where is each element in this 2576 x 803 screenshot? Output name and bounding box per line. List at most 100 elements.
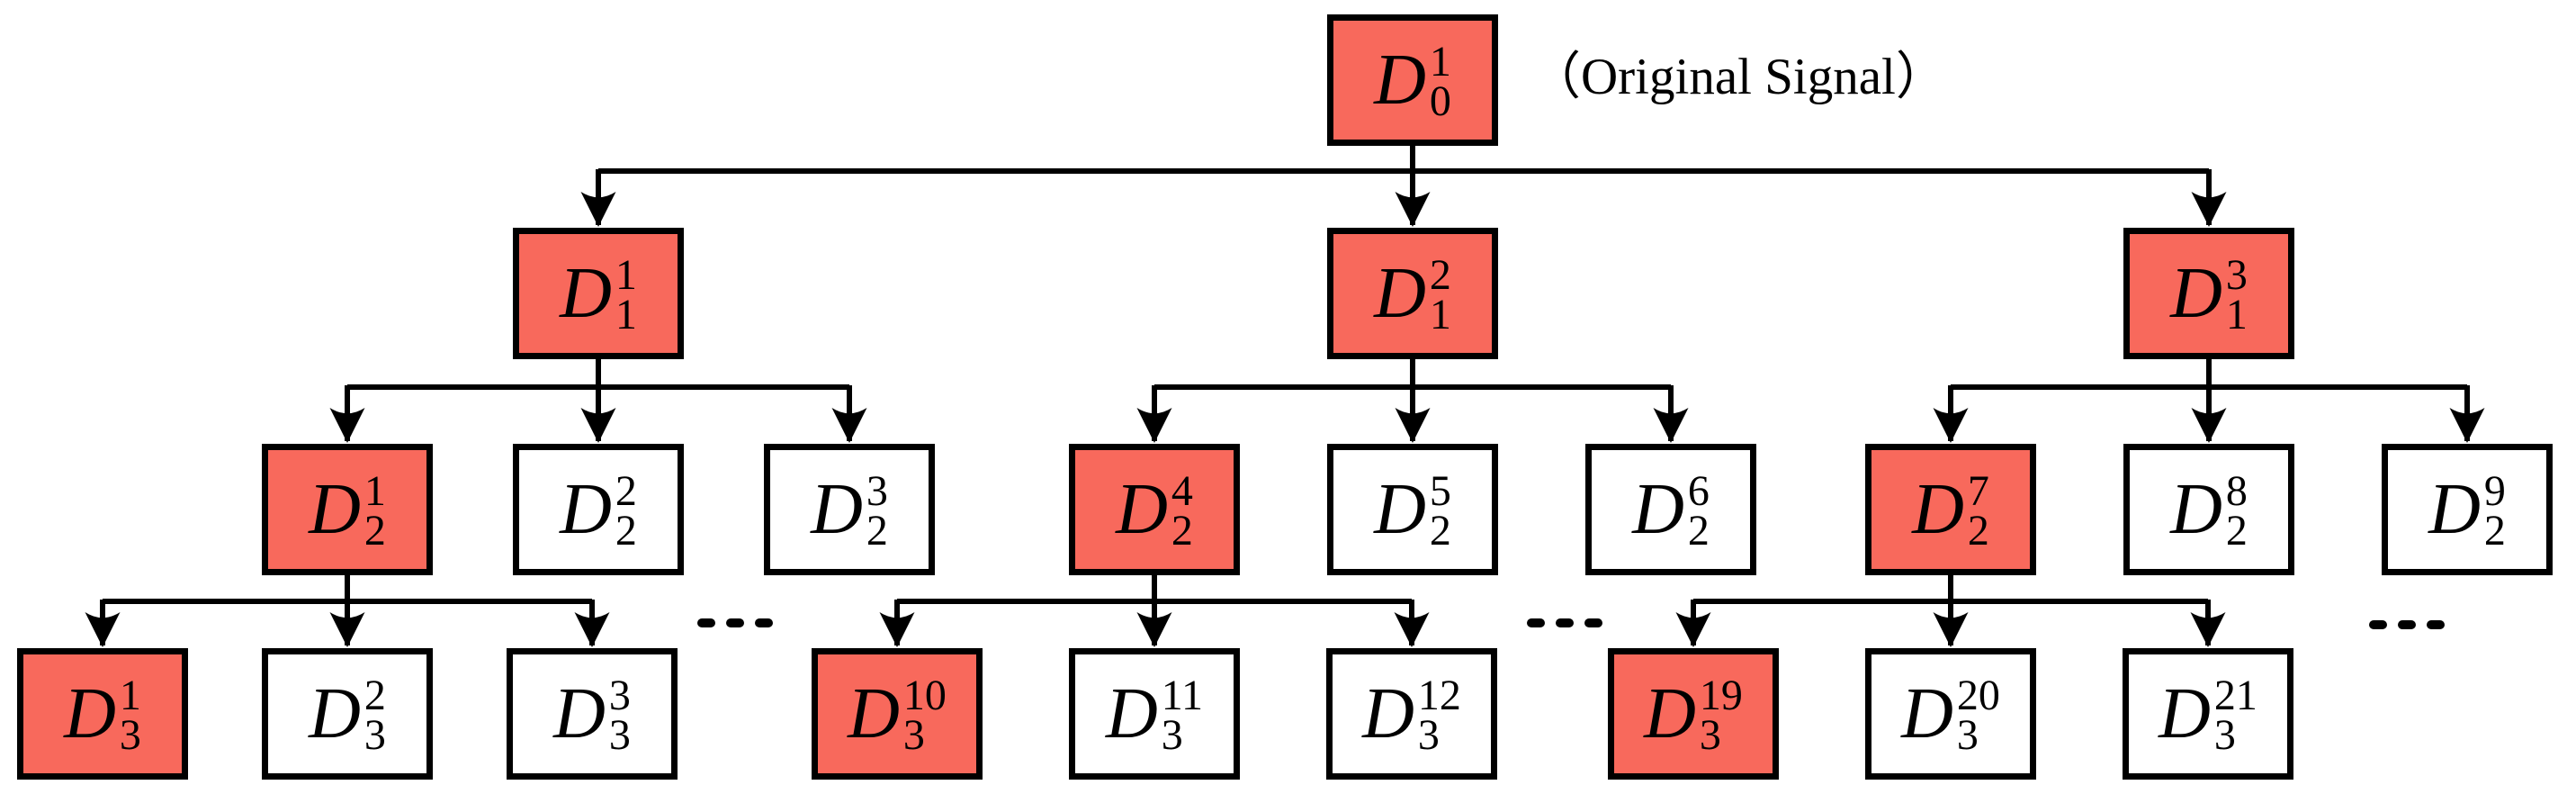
connector-root-to-level1	[580, 146, 2227, 227]
node-subscript: 3	[1699, 711, 1721, 759]
ellipsis-dots-right	[2369, 620, 2445, 629]
connector-d2-1-to-children	[85, 575, 610, 647]
node-superscript: 9	[2483, 466, 2506, 515]
node-base: D	[560, 470, 612, 549]
node-subscript: 1	[1429, 291, 1451, 338]
node-superscript: 1	[364, 466, 386, 515]
node-subscript: 3	[119, 711, 141, 759]
node-superscript: 6	[1687, 466, 1710, 515]
node-subscript: 0	[1429, 77, 1451, 125]
node-base: D	[64, 674, 116, 753]
node-superscript: 10	[902, 671, 947, 719]
node-base: D	[2170, 254, 2222, 333]
node-base: D	[1362, 674, 1414, 753]
node-subscript: 2	[615, 507, 637, 555]
node-base: D	[1374, 41, 1426, 120]
connector-d1-1-to-children	[329, 359, 867, 443]
node-subscript: 2	[866, 507, 888, 555]
node-superscript: 19	[1699, 671, 1743, 719]
node-base: D	[1632, 470, 1684, 549]
node-superscript: 5	[1429, 466, 1451, 515]
original-signal-label: （Original Signal）	[1530, 49, 1947, 105]
node-subscript: 3	[2213, 711, 2236, 759]
node-subscript: 2	[1429, 507, 1451, 555]
connector-d2-4-to-children	[879, 575, 1430, 647]
node-base: D	[848, 674, 900, 753]
node-subscript: 3	[902, 711, 925, 759]
node-superscript: 3	[2225, 250, 2248, 299]
node-superscript: 11	[1161, 671, 1203, 719]
node-base: D	[2159, 674, 2211, 753]
node-superscript: 20	[1956, 671, 2000, 719]
node-base: D	[1912, 470, 1964, 549]
node-base: D	[1106, 674, 1158, 753]
node-base: D	[2428, 470, 2481, 549]
node-superscript: 3	[608, 671, 631, 719]
node-base: D	[811, 470, 863, 549]
node-subscript: 2	[364, 507, 386, 555]
node-superscript: 7	[1967, 466, 1989, 515]
node-superscript: 1	[615, 250, 637, 299]
ellipsis-dots-left	[697, 618, 773, 627]
node-superscript: 1	[119, 671, 141, 719]
node-base: D	[2170, 470, 2222, 549]
node-base: D	[1644, 674, 1696, 753]
node-subscript: 3	[608, 711, 631, 759]
node-subscript: 3	[1956, 711, 1979, 759]
node-subscript: 3	[364, 711, 386, 759]
node-superscript: 12	[1417, 671, 1461, 719]
connector-d2-7-to-children	[1675, 575, 2226, 647]
node-subscript: 1	[615, 291, 637, 338]
node-base: D	[1374, 254, 1426, 333]
node-base: D	[553, 674, 606, 753]
node-superscript: 2	[615, 466, 637, 515]
node-base: D	[1116, 470, 1168, 549]
node-subscript: 3	[1417, 711, 1440, 759]
node-superscript: 1	[1429, 37, 1451, 86]
node-base: D	[309, 470, 361, 549]
node-subscript: 2	[1967, 507, 1989, 555]
node-subscript: 2	[1687, 507, 1710, 555]
node-subscript: 1	[2225, 291, 2248, 338]
ellipsis-dots-middle	[1527, 618, 1602, 627]
node-superscript: 8	[2225, 466, 2248, 515]
